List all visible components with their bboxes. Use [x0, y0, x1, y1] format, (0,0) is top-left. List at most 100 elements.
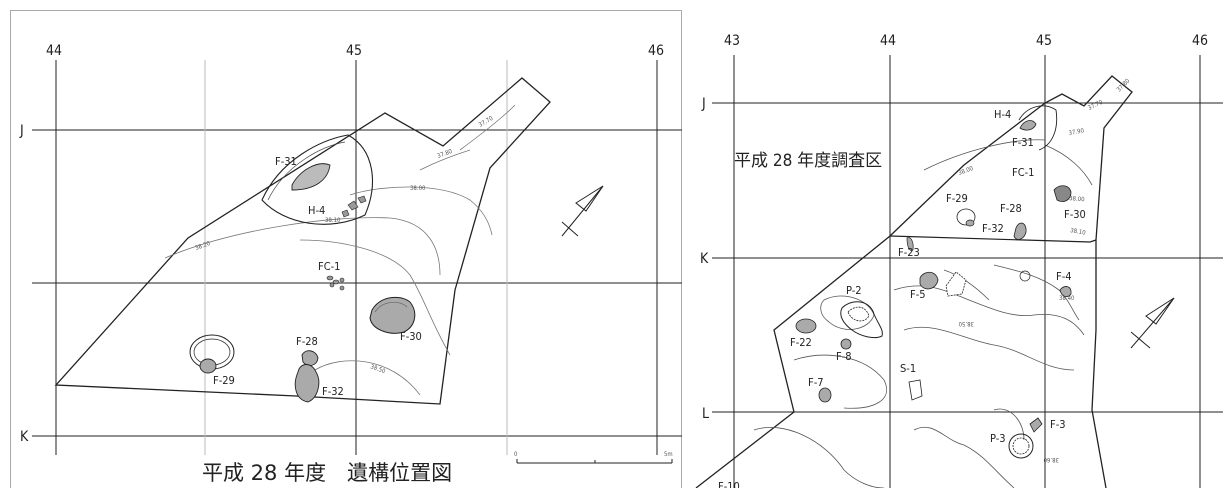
right-map-panel: 43 44 45 46 J K L 平成 28 年度調査区 37.70 37.8…	[694, 0, 1223, 488]
grid-label-K: K	[700, 251, 709, 267]
f31-pit	[1019, 120, 1037, 131]
label-f8: F-8	[836, 350, 852, 363]
p3-inner	[1012, 437, 1030, 455]
f32-pit	[294, 364, 320, 403]
grid-label-K: K	[20, 429, 29, 445]
contour-line	[314, 360, 421, 396]
f30-pit	[1053, 185, 1072, 202]
f23-pit	[906, 237, 914, 251]
contour-label: 38.50	[369, 363, 386, 375]
s1-stones	[908, 379, 923, 401]
contour-line	[923, 139, 1046, 171]
f5-gravel	[945, 271, 967, 297]
contour-label: 38.00	[410, 185, 426, 192]
f22-pit	[795, 318, 817, 334]
grid-label-44: 44	[46, 43, 62, 59]
survey-area-outline	[54, 77, 551, 405]
soil-patch	[903, 326, 1075, 371]
label-f30: F-30	[400, 330, 422, 343]
left-map-frame	[10, 10, 682, 488]
label-f4: F-4	[1056, 270, 1072, 283]
label-h4: H-4	[308, 204, 325, 217]
label-f29: F-29	[213, 374, 235, 387]
h28-area-label: 平成 28 年度調査区	[734, 151, 882, 171]
contour-label: 38.10	[325, 217, 341, 224]
grid-label-46: 46	[1192, 33, 1208, 49]
scale-bar	[516, 459, 673, 464]
f29-pit	[199, 358, 217, 374]
contour-line	[419, 149, 471, 171]
f31-pit	[291, 163, 331, 191]
label-h4: H-4	[994, 108, 1011, 121]
label-f5: F-5	[910, 288, 926, 301]
scale-end-label: 5m	[664, 451, 673, 458]
grid-label-43: 43	[724, 33, 740, 49]
contour-label: 38.10	[1070, 227, 1087, 237]
p2-outline	[840, 301, 883, 339]
f8-pit	[840, 338, 852, 350]
fc1-stones	[326, 275, 345, 291]
label-f30: F-30	[1064, 208, 1086, 221]
label-f28: F-28	[1000, 202, 1022, 215]
left-map-panel: 44 45 46 J K 37.70 37.80 38.00 38.20 38.…	[10, 10, 682, 488]
contour-label: 37.70	[478, 115, 495, 129]
contour-label: 38.20	[194, 240, 211, 252]
contour-line	[349, 186, 493, 236]
label-p3: P-3	[990, 432, 1006, 445]
label-f31: F-31	[275, 155, 297, 168]
contour-label: 38.60	[1043, 456, 1059, 463]
label-p2: P-2	[846, 284, 862, 297]
contour-label: 37.90	[1068, 127, 1085, 137]
label-f32: F-32	[322, 385, 344, 398]
left-site-map: 44 45 46 J K 37.70 37.80 38.00 38.20 38.…	[19, 43, 682, 464]
label-f7: F-7	[808, 376, 824, 389]
soil-patch	[993, 264, 1080, 321]
f5-pit	[919, 271, 939, 290]
scale-start-label: 0	[514, 451, 518, 458]
h4-inner-line	[267, 141, 346, 201]
north-arrow	[1130, 297, 1175, 349]
contour-line	[1044, 144, 1093, 186]
contour-label: 37.80	[1115, 77, 1131, 93]
h28-area-boundary	[889, 235, 1097, 243]
small-pit	[1019, 270, 1031, 282]
label-f10: F-10	[718, 480, 740, 488]
f30-pit	[369, 296, 416, 334]
f4-pit	[1059, 286, 1072, 298]
grid-label-46: 46	[648, 43, 664, 59]
label-fc1: FC-1	[318, 260, 340, 273]
label-f31: F-31	[1012, 136, 1034, 149]
grid-label-45: 45	[346, 43, 362, 59]
soil-patch	[753, 427, 885, 488]
contour-label: 38.50	[958, 320, 974, 327]
north-arrow	[561, 185, 604, 237]
right-site-map: 43 44 45 46 J K L 平成 28 年度調査区 37.70 37.8…	[695, 33, 1223, 488]
label-f28: F-28	[296, 335, 318, 348]
p3-outline	[1008, 433, 1034, 459]
f28-pit	[301, 350, 319, 366]
f7-pit	[818, 387, 832, 403]
p2-inner	[847, 306, 870, 322]
soil-patch	[820, 295, 875, 330]
contour-label: 38.00	[1069, 195, 1086, 203]
h4-stones	[341, 195, 367, 218]
soil-patch	[913, 426, 1015, 488]
label-f3: F-3	[1050, 418, 1066, 431]
label-f22: F-22	[790, 336, 812, 349]
contour-label: 38.40	[1059, 295, 1075, 302]
f30-stones	[374, 302, 408, 313]
contour-label: 38.00	[957, 165, 974, 177]
label-f32: F-32	[982, 222, 1004, 235]
contour-label: 37.80	[436, 148, 453, 160]
soil-patch	[793, 354, 887, 409]
left-map-caption: 平成 28 年度 遺構位置図	[200, 457, 455, 487]
grid-label-J: J	[701, 96, 706, 112]
contour-line	[459, 104, 516, 151]
grid-label-L: L	[702, 406, 709, 422]
excavation-outline	[695, 75, 1133, 488]
f3-pit	[1029, 417, 1043, 433]
label-f29: F-29	[946, 192, 968, 205]
contour-line	[299, 239, 451, 356]
f29-pit	[965, 219, 975, 227]
grid-label-45: 45	[1036, 33, 1052, 49]
